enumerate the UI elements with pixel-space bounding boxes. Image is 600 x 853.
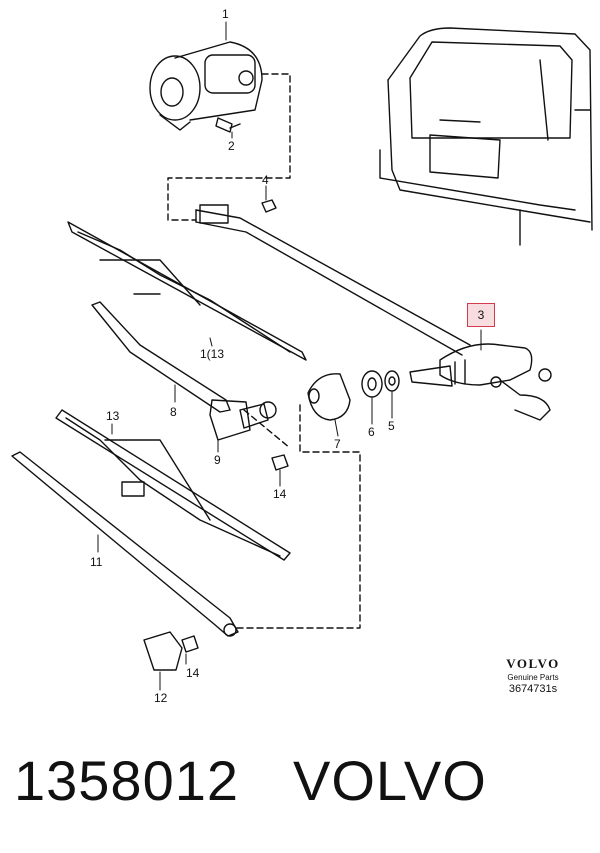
connection-lines: [167, 73, 361, 629]
label-part-7: 7: [334, 437, 341, 451]
part-labels: 1 2 4 5 6 7 8 9 1(13 11 12 13 14 14: [90, 7, 395, 705]
label-part-10: 1(13: [200, 347, 224, 361]
part-number: 1358012: [14, 749, 240, 812]
washer-5: [384, 370, 400, 392]
label-part-2: 2: [228, 139, 235, 153]
bolt: [215, 117, 241, 133]
leader-lines: [97, 21, 482, 691]
label-part-4: 4: [262, 173, 269, 187]
drive-linkage: [195, 204, 471, 356]
highlighted-part-callout: 3: [467, 303, 495, 327]
label-part-12: 12: [154, 691, 168, 705]
nut-14-upper: [271, 454, 289, 471]
rubber-boot: [307, 373, 351, 421]
brand-block: VOLVO Genuine Parts 3674731s: [496, 656, 570, 695]
label-part-8: 8: [170, 405, 177, 419]
brand-logo: VOLVO: [506, 656, 560, 671]
washer-6: [361, 370, 383, 398]
upper-wiper-blade: [67, 221, 307, 361]
car-rear-illustration: [379, 27, 593, 246]
label-part-14-lower: 14: [186, 666, 200, 680]
nut-4: [261, 199, 277, 213]
label-part-6: 6: [368, 425, 375, 439]
cap-12: [143, 631, 183, 671]
label-part-5: 5: [388, 419, 395, 433]
brand-subtitle: Genuine Parts: [507, 673, 559, 682]
arm-cap-9: [239, 401, 277, 429]
label-part-3: 3: [477, 308, 485, 322]
wiper-arm-8: [91, 301, 251, 441]
wiper-spindle-assembly: [409, 343, 552, 421]
wiper-arm-11: [11, 451, 239, 637]
nut-14-lower: [181, 635, 199, 653]
label-part-9: 9: [214, 453, 221, 467]
lower-wiper-blade: [55, 409, 291, 561]
diagram-number: 3674731s: [508, 683, 558, 695]
parts-diagram: 1 2 4 5 6 7 8 9 1(13 11 12 13 14 14: [11, 7, 593, 705]
label-part-11: 11: [90, 555, 103, 569]
label-part-14-upper: 14: [273, 487, 287, 501]
footer-brand: VOLVO: [293, 749, 487, 812]
label-part-1: 1: [222, 7, 229, 21]
label-part-13: 13: [106, 409, 120, 423]
footer-caption: 1358012 VOLVO: [14, 748, 487, 813]
wiper-motor: [149, 41, 263, 131]
